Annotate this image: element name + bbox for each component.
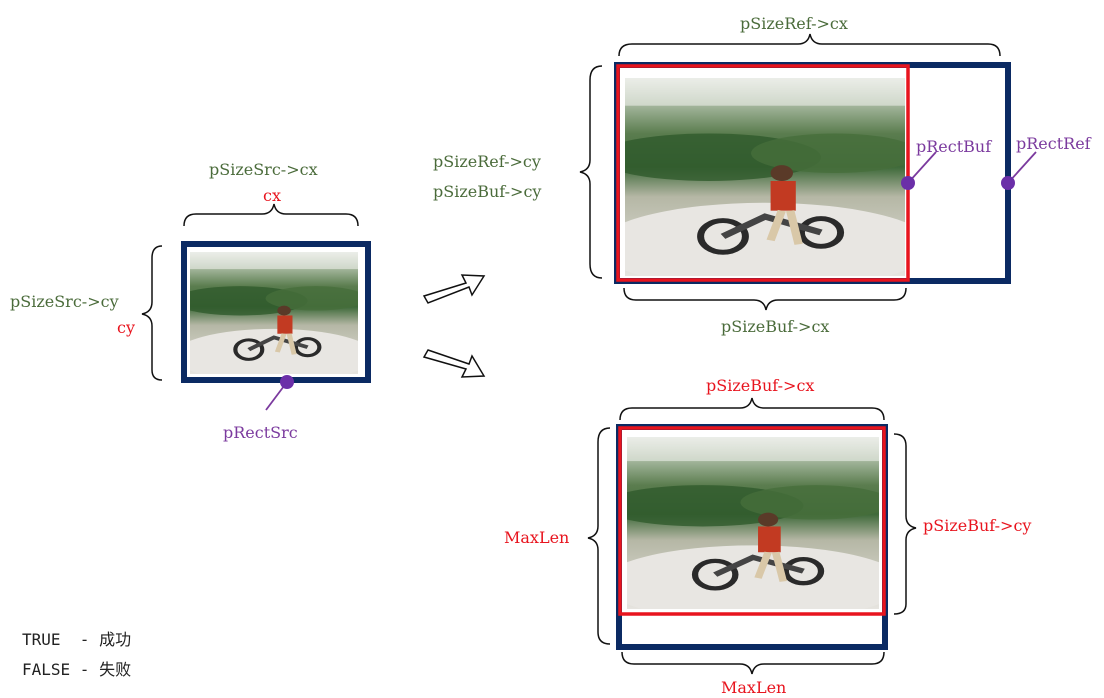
- source-width-brace: [183, 203, 359, 227]
- bottom-maxlen-brace: [621, 651, 885, 675]
- source-rect-label: pRectSrc: [223, 423, 298, 442]
- legend-true: TRUE - 成功: [22, 630, 132, 649]
- source-width-label: pSizeSrc->cx: [209, 160, 318, 179]
- top-height-buf-label: pSizeBuf->cy: [433, 182, 542, 201]
- bottom-right-height-label: pSizeBuf->cy: [923, 516, 1032, 535]
- bottom-left-height-brace: [587, 427, 611, 645]
- bottom-maxlen-label: MaxLen: [721, 678, 787, 697]
- top-height-ref-label: pSizeRef->cy: [433, 152, 541, 171]
- source-photo: [173, 252, 375, 383]
- source-rect-marker: [280, 375, 294, 389]
- source-height-label: pSizeSrc->cy: [10, 292, 119, 311]
- bottom-right-height-brace: [893, 433, 917, 615]
- top-height-brace: [579, 65, 603, 279]
- top-width-brace: [618, 33, 1001, 57]
- top-photo: [597, 78, 933, 290]
- bottom-left-height-label: MaxLen: [504, 528, 570, 547]
- source-width-alias: cx: [263, 186, 281, 205]
- top-rectref-label: pRectRef: [1016, 134, 1091, 153]
- arrow-to-top: [422, 274, 486, 304]
- top-buf-width-brace: [623, 287, 907, 311]
- source-height-alias: cy: [117, 318, 135, 337]
- bottom-photo: [602, 437, 904, 621]
- bottom-result: [602, 424, 904, 650]
- arrow-to-bottom: [422, 349, 486, 378]
- top-buf-frame: [616, 64, 910, 282]
- top-rectbuf-marker: [901, 176, 915, 190]
- source-image: [173, 241, 375, 383]
- bottom-width-brace: [619, 397, 885, 421]
- bottom-buf-frame: [618, 426, 886, 616]
- top-rectref-marker: [1001, 176, 1015, 190]
- top-buf-width-label: pSizeBuf->cx: [721, 317, 830, 336]
- top-rectbuf-label: pRectBuf: [916, 137, 992, 156]
- top-width-label: pSizeRef->cx: [740, 14, 848, 33]
- bottom-width-label: pSizeBuf->cx: [706, 376, 815, 395]
- top-result: [597, 62, 1011, 290]
- legend-false: FALSE - 失败: [22, 660, 132, 679]
- source-height-brace: [141, 245, 163, 381]
